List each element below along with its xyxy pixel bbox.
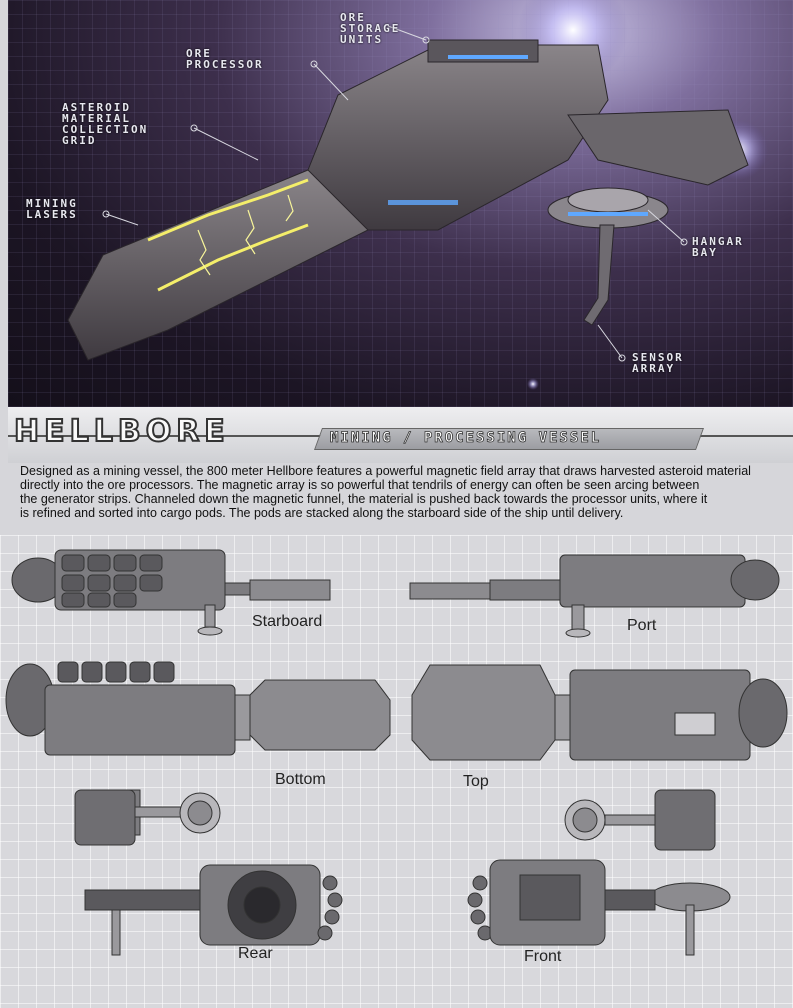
- description-line: is refined and sorted into cargo pods. T…: [20, 506, 624, 520]
- star: [527, 378, 539, 390]
- view-label-top: Top: [463, 773, 489, 790]
- view-label-port: Port: [627, 617, 657, 634]
- view-label-front: Front: [524, 948, 562, 965]
- collection-grid-glow-bottom: [157, 223, 309, 292]
- callout-sensor-array: Sensor Array: [632, 351, 684, 375]
- orthographic-views: Starboard Port Bottom Top Rear Front: [0, 535, 793, 1008]
- processor-windows: [388, 200, 458, 205]
- view-label-rear: Rear: [238, 945, 273, 962]
- hero-illustration: Ore Storage Units Ore Processor Asteroid…: [8, 0, 793, 407]
- description-line: the generator strips. Channeled down the…: [20, 492, 708, 506]
- ship-render: [67, 0, 768, 390]
- bottom-view: [5, 661, 391, 846]
- storage-lights: [448, 55, 528, 59]
- saucer-lights: [568, 212, 648, 216]
- description-line: Designed as a mining vessel, the 800 met…: [20, 464, 751, 478]
- callout-leaders: [102, 25, 688, 362]
- collection-grid-glow-top: [147, 178, 309, 242]
- page-subtitle: Mining / Processing Vessel: [330, 430, 602, 447]
- callout-ore-storage: Ore Storage Units: [340, 11, 401, 46]
- sensor-strut: [583, 224, 615, 326]
- top-view: [411, 664, 788, 851]
- views-drawing: [5, 549, 788, 956]
- callout-hangar-bay: Hangar Bay: [692, 235, 744, 259]
- starboard-view: [11, 549, 331, 636]
- view-label-starboard: Starboard: [252, 613, 323, 630]
- callout-mining-lasers: Mining Lasers: [26, 197, 78, 221]
- hull-front-section: [67, 169, 369, 361]
- callout-ore-processor: Ore Processor: [186, 47, 264, 71]
- port-view: [409, 554, 780, 638]
- energy-tendrils: [197, 194, 294, 276]
- sensor-saucer-top: [567, 187, 649, 213]
- description: Designed as a mining vessel, the 800 met…: [20, 464, 780, 520]
- hull-hangar-section: [567, 109, 749, 186]
- callout-collection-grid: Asteroid Material Collection Grid: [62, 101, 149, 147]
- front-view: [467, 859, 731, 956]
- hull-processor-section: [307, 44, 609, 231]
- rear-view: [84, 864, 343, 956]
- page-title: Hellbore: [13, 413, 230, 450]
- description-line: directly into the ore processors. The ma…: [20, 478, 700, 492]
- view-label-bottom: Bottom: [275, 771, 326, 788]
